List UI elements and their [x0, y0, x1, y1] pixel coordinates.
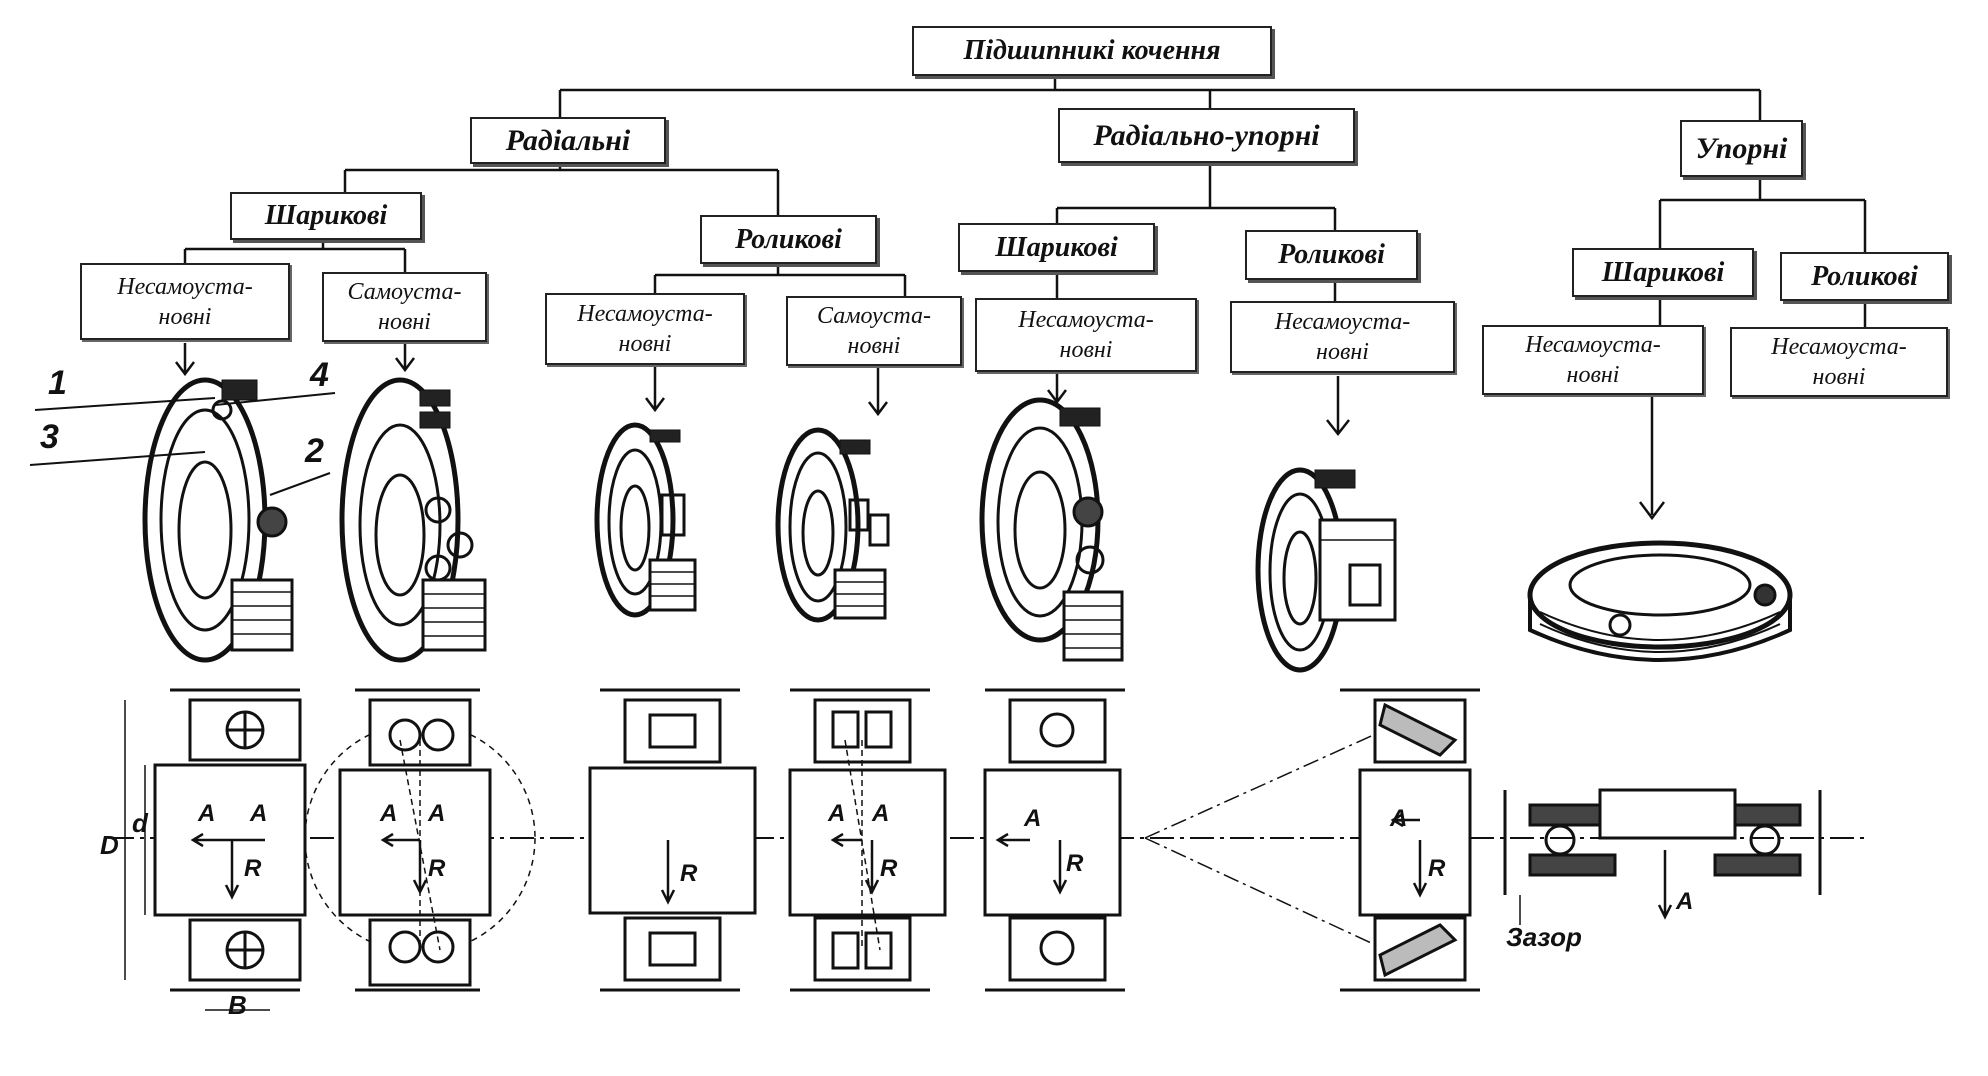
type-radial-roller: Роликові [700, 215, 877, 264]
category-radial-thrust: Радіально-упорні [1058, 108, 1355, 163]
gap-label: Зазор [1506, 922, 1582, 952]
bearing-picture-7 [1527, 540, 1793, 662]
force-R-label-3: R [680, 860, 698, 887]
part-leader-lines [29, 392, 336, 496]
subtype-label: Несамоуста- новні [1771, 334, 1907, 390]
part-number-1: 1 [48, 364, 67, 402]
part-number-2: 2 [305, 432, 324, 470]
force-A-label-1b: A [250, 800, 268, 827]
subtype-thrust-roller-nonself: Несамоуста- новні [1730, 327, 1948, 397]
bearing-picture-5 [979, 397, 1124, 662]
subtype-label: Самоуста- новні [347, 279, 462, 335]
subtype-label: Несамоуста- новні [1018, 307, 1154, 363]
force-A-label-6: A [1390, 805, 1408, 832]
section-drawing-4 [788, 688, 947, 992]
subtype-label: Несамоуста- новні [1274, 309, 1411, 365]
bearing-picture-4 [775, 427, 890, 623]
force-R-label-5: R [1066, 850, 1084, 877]
subtype-label: Несамоуста- новні [117, 273, 253, 330]
subtype-label: Несамоуста- новні [1525, 332, 1661, 388]
subtype-label: Несамоуста- новні [577, 301, 713, 357]
force-A-label-5: A [1024, 805, 1042, 832]
type-thrust-ball: Шарикові [1572, 248, 1754, 297]
subtype-radial-roller-self: Самоуста- новні [786, 296, 962, 366]
root-box: Підшипникі кочення [912, 26, 1272, 76]
down-arrows [175, 343, 1665, 521]
type-thrust-roller: Роликові [1780, 252, 1949, 301]
force-R-label-4: R [880, 855, 898, 882]
section-drawing-7 [1503, 788, 1822, 925]
force-A-label-2b: A [428, 800, 446, 827]
section-drawing-3 [588, 688, 757, 992]
part-number-4: 4 [310, 356, 329, 394]
subtype-thrust-ball-nonself: Несамоуста- новні [1482, 325, 1704, 395]
type-radial-thrust-ball: Шарикові [958, 223, 1155, 272]
category-thrust: Упорні [1680, 120, 1803, 177]
section-drawings [110, 688, 1870, 1011]
tree-connectors [183, 74, 1867, 327]
force-A-label-4b: A [872, 800, 890, 827]
force-R-label-6: R [1428, 855, 1446, 882]
dimension-d-label: d [132, 808, 148, 838]
part-number-3: 3 [40, 418, 59, 456]
section-drawing-2 [304, 688, 536, 992]
bearing-pictograms [142, 377, 1793, 673]
subtype-rt-ball-nonself: Несамоуста- новні [975, 298, 1197, 372]
force-R-label-1: R [244, 855, 262, 882]
dimension-D-label: D [100, 830, 119, 860]
bearing-picture-1 [142, 377, 294, 663]
subtype-radial-ball-nonself: Несамоуста- новні [80, 263, 290, 340]
force-A-label-1a: A [198, 800, 216, 827]
section-drawing-5 [983, 688, 1125, 992]
section-drawing-1 [124, 688, 307, 1011]
subtype-rt-roller-nonself: Несамоуста- новні [1230, 301, 1455, 373]
force-R-label-2: R [428, 855, 446, 882]
category-radial: Радіальні [470, 117, 666, 164]
type-radial-thrust-roller: Роликові [1245, 230, 1418, 280]
bearing-picture-3 [594, 422, 697, 618]
bearing-picture-2 [339, 377, 487, 663]
force-A-label-4a: A [828, 800, 846, 827]
bearing-picture-6 [1255, 467, 1397, 673]
subtype-radial-roller-nonself: Несамоуста- новні [545, 293, 745, 365]
subtype-label: Самоуста- новні [817, 303, 931, 359]
subtype-radial-ball-self: Самоуста- новні [322, 272, 487, 342]
dimension-B-label: B [228, 990, 247, 1020]
section-drawing-6 [1144, 688, 1480, 992]
type-radial-ball: Шарикові [230, 192, 422, 240]
force-A-label-7: A [1676, 888, 1694, 915]
force-A-label-2a: A [380, 800, 398, 827]
